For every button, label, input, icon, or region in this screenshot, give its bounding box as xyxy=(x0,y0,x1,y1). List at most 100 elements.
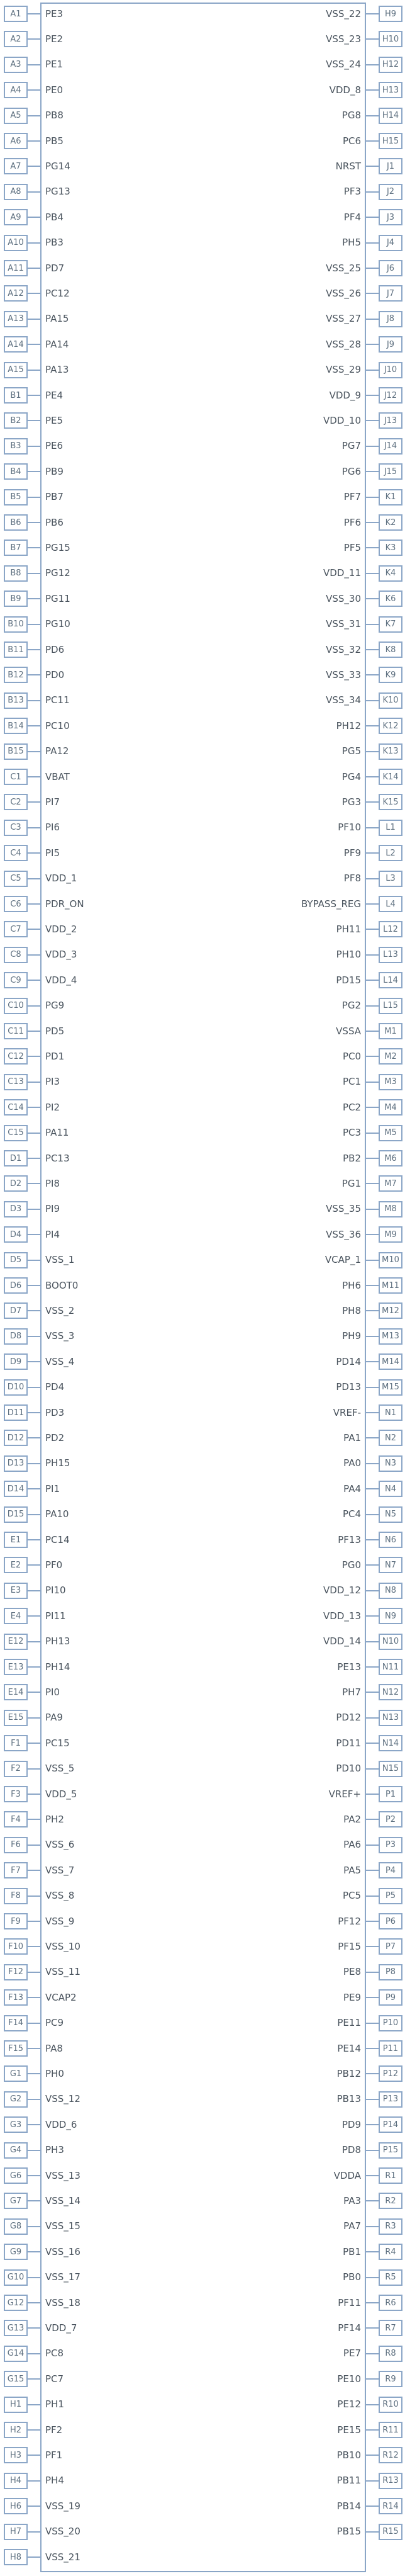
pin-number-box[interactable]: C13 xyxy=(4,1073,28,1090)
pin-number-box[interactable]: K7 xyxy=(379,616,402,633)
pin-number-box[interactable]: K6 xyxy=(379,590,402,607)
pin-number-box[interactable]: P15 xyxy=(379,2142,402,2159)
pin-number-box[interactable]: D10 xyxy=(4,1379,28,1396)
pin-number-box[interactable]: R15 xyxy=(379,2523,402,2540)
pin-number-box[interactable]: C5 xyxy=(4,870,28,887)
pin-number-box[interactable]: C8 xyxy=(4,946,28,963)
pin-number-box[interactable]: L14 xyxy=(379,972,402,989)
pin-number-box[interactable]: R10 xyxy=(379,2396,402,2413)
pin-number-box[interactable]: D4 xyxy=(4,1226,28,1243)
pin-number-box[interactable]: C10 xyxy=(4,997,28,1014)
pin-number-box[interactable]: N3 xyxy=(379,1455,402,1472)
pin-number-box[interactable]: D15 xyxy=(4,1506,28,1523)
pin-number-box[interactable]: N8 xyxy=(379,1582,402,1599)
pin-number-box[interactable]: K3 xyxy=(379,539,402,556)
pin-number-box[interactable]: N6 xyxy=(379,1532,402,1548)
pin-number-box[interactable]: C6 xyxy=(4,896,28,912)
pin-number-box[interactable]: H15 xyxy=(379,133,402,149)
pin-number-box[interactable]: F2 xyxy=(4,1760,28,1777)
pin-number-box[interactable]: P14 xyxy=(379,2116,402,2133)
pin-number-box[interactable]: E14 xyxy=(4,1684,28,1701)
pin-number-box[interactable]: J2 xyxy=(379,183,402,200)
pin-number-box[interactable]: P13 xyxy=(379,2091,402,2108)
pin-number-box[interactable]: D5 xyxy=(4,1251,28,1268)
pin-number-box[interactable]: A3 xyxy=(4,56,28,73)
pin-number-box[interactable]: A14 xyxy=(4,336,28,353)
pin-number-box[interactable]: B10 xyxy=(4,616,28,633)
pin-number-box[interactable]: P10 xyxy=(379,2014,402,2031)
pin-number-box[interactable]: M6 xyxy=(379,1150,402,1167)
pin-number-box[interactable]: M1 xyxy=(379,1023,402,1039)
pin-number-box[interactable]: A15 xyxy=(4,361,28,378)
pin-number-box[interactable]: G8 xyxy=(4,2218,28,2235)
pin-number-box[interactable]: B6 xyxy=(4,514,28,531)
pin-number-box[interactable]: G7 xyxy=(4,2193,28,2210)
pin-number-box[interactable]: E12 xyxy=(4,1633,28,1650)
pin-number-box[interactable]: G14 xyxy=(4,2345,28,2362)
pin-number-box[interactable]: P11 xyxy=(379,2040,402,2057)
pin-number-box[interactable]: B13 xyxy=(4,692,28,709)
pin-number-box[interactable]: R2 xyxy=(379,2193,402,2210)
pin-number-box[interactable]: P8 xyxy=(379,1963,402,1980)
pin-number-box[interactable]: J15 xyxy=(379,463,402,480)
pin-number-box[interactable]: A8 xyxy=(4,183,28,200)
pin-number-box[interactable]: E13 xyxy=(4,1659,28,1675)
pin-number-box[interactable]: A13 xyxy=(4,310,28,327)
pin-number-box[interactable]: R1 xyxy=(379,2167,402,2184)
pin-number-box[interactable]: D9 xyxy=(4,1353,28,1370)
pin-number-box[interactable]: J14 xyxy=(379,438,402,455)
pin-number-box[interactable]: M3 xyxy=(379,1073,402,1090)
pin-number-box[interactable]: P5 xyxy=(379,1887,402,1904)
